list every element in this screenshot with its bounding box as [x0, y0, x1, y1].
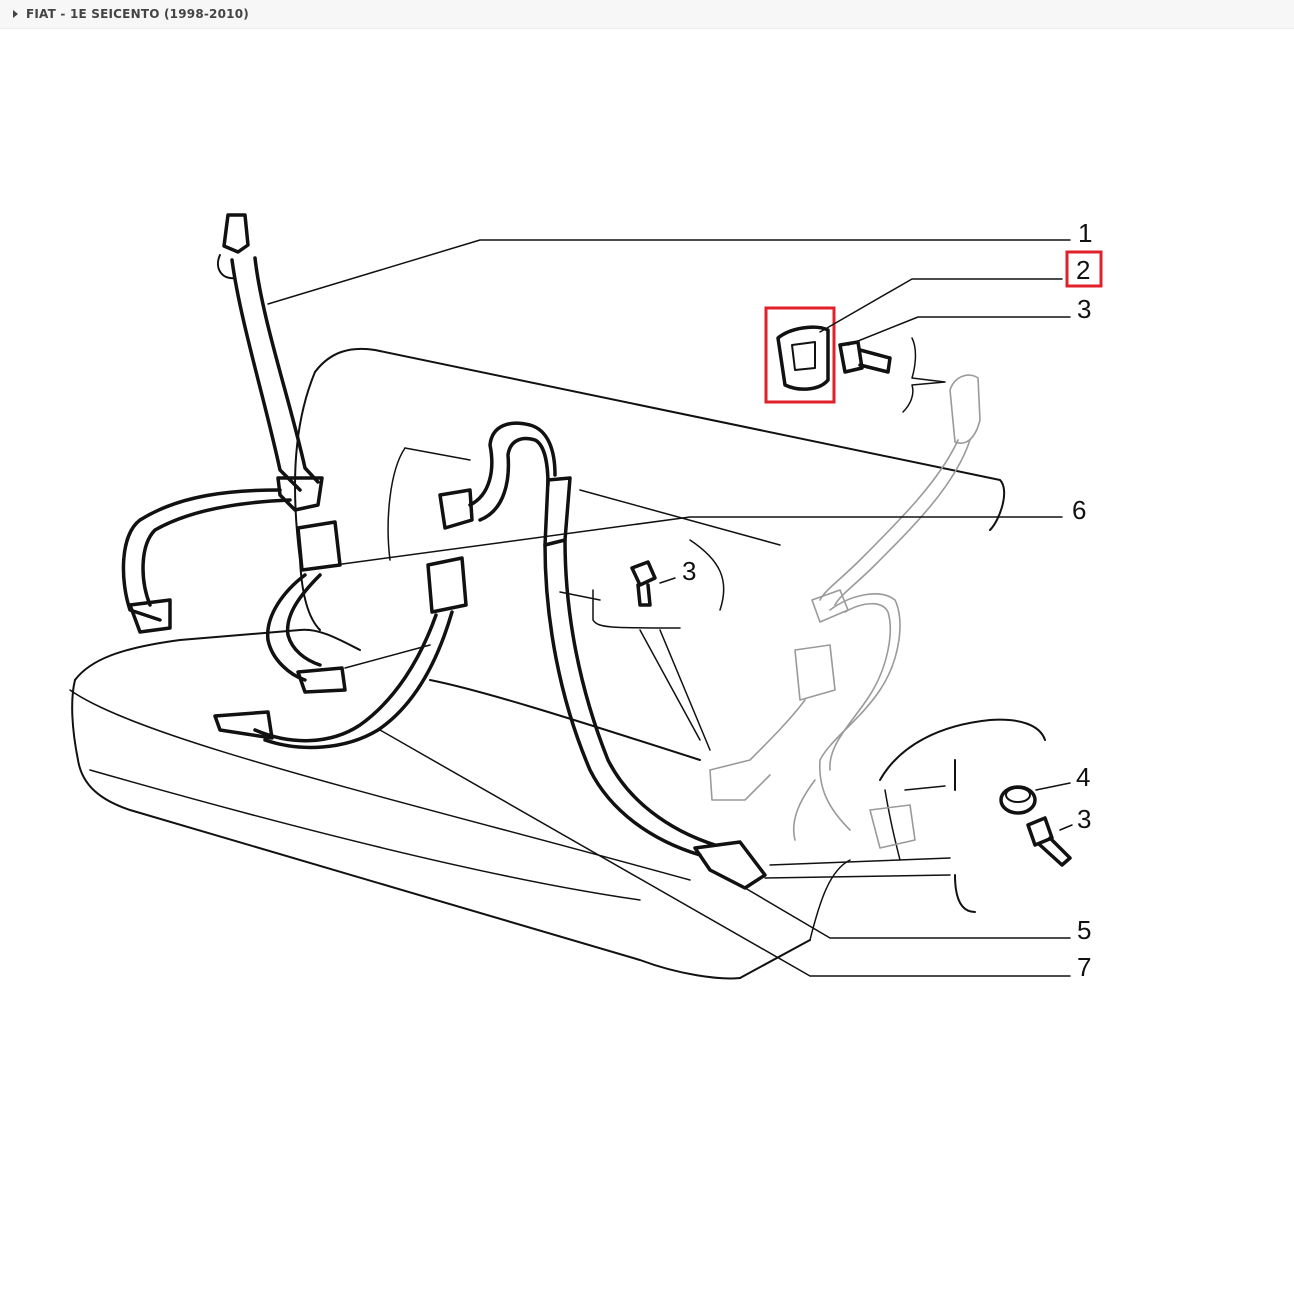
part-7-lap-belt — [213, 556, 468, 750]
part-1-belt — [121, 213, 324, 634]
callout-2[interactable]: 2 — [1076, 255, 1090, 285]
part-3-bolt-upper[interactable] — [838, 340, 892, 374]
rear-seat-outline — [69, 347, 1046, 980]
part-3-bolt-center[interactable] — [630, 560, 657, 607]
callout-1[interactable]: 1 — [1078, 218, 1092, 248]
part-2-cover[interactable] — [764, 306, 836, 404]
part-2-highlight-box — [764, 306, 836, 404]
part-3-bolt-lower[interactable] — [1026, 816, 1072, 867]
callout-3-upper[interactable]: 3 — [1077, 294, 1091, 324]
part-4-spacer[interactable] — [999, 785, 1037, 815]
callout-6[interactable]: 6 — [1072, 495, 1086, 525]
callout-2-highlight-box — [1065, 250, 1103, 288]
callout-4[interactable]: 4 — [1076, 762, 1090, 792]
callout-3-lower[interactable]: 3 — [1077, 804, 1091, 834]
expand-caret-icon[interactable] — [13, 10, 18, 18]
part-6-buckle — [266, 520, 347, 694]
page-title: FIAT - 1E SEICENTO (1998-2010) — [26, 7, 249, 21]
part-5-belt — [438, 421, 767, 890]
callout-5[interactable]: 5 — [1077, 915, 1091, 945]
leader-lines — [267, 239, 1073, 977]
ghost-belt-assembly — [709, 374, 981, 849]
callout-3-center[interactable]: 3 — [682, 556, 696, 586]
callout-7[interactable]: 7 — [1077, 952, 1091, 982]
callouts: 1 2 3 6 3 4 3 5 7 — [682, 218, 1103, 982]
breadcrumb-header[interactable]: FIAT - 1E SEICENTO (1998-2010) — [0, 0, 1294, 29]
